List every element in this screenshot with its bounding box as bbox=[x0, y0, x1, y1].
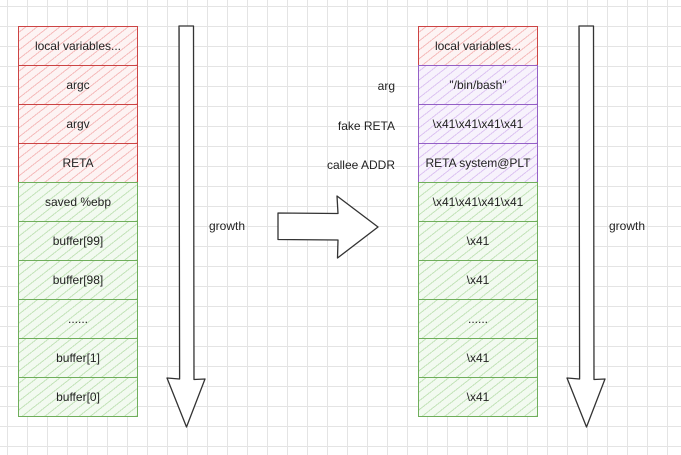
stack-cell: argv bbox=[18, 104, 138, 144]
down-arrow-icon bbox=[166, 25, 206, 428]
stack-cell: ...... bbox=[18, 299, 138, 339]
right-arrow-icon bbox=[277, 195, 379, 259]
stack-cell: saved %ebp bbox=[18, 182, 138, 222]
stack-cell: local variables... bbox=[18, 26, 138, 66]
stack-cell: buffer[0] bbox=[18, 377, 138, 417]
growth-label: growth bbox=[609, 219, 646, 233]
stack-cell: buffer[1] bbox=[18, 338, 138, 378]
stack-cell: RETA system@PLT bbox=[418, 143, 538, 183]
stack-cell: \x41\x41\x41\x41 bbox=[418, 182, 538, 222]
stack-cell: \x41 bbox=[418, 338, 538, 378]
side-label-callee-addr: callee ADDR bbox=[326, 158, 395, 172]
stack-cell: local variables... bbox=[418, 26, 538, 66]
stack-cell: RETA bbox=[18, 143, 138, 183]
growth-label: growth bbox=[209, 219, 246, 233]
stack-cell: \x41\x41\x41\x41 bbox=[418, 104, 538, 144]
stack-cell: "/bin/bash" bbox=[418, 65, 538, 105]
exploited-stack-layout: local variables... "/bin/bash" \x41\x41\… bbox=[418, 26, 538, 417]
stack-cell: \x41 bbox=[418, 260, 538, 300]
side-label-arg: arg bbox=[377, 79, 395, 93]
stack-cell: \x41 bbox=[418, 377, 538, 417]
down-arrow-icon bbox=[566, 25, 606, 428]
stack-cell: ...... bbox=[418, 299, 538, 339]
original-stack-layout: local variables... argc argv RETA saved … bbox=[18, 26, 138, 417]
stack-cell: buffer[99] bbox=[18, 221, 138, 261]
stack-cell: \x41 bbox=[418, 221, 538, 261]
stack-cell: buffer[98] bbox=[18, 260, 138, 300]
side-label-fake-reta: fake RETA bbox=[337, 119, 395, 133]
stack-cell: argc bbox=[18, 65, 138, 105]
